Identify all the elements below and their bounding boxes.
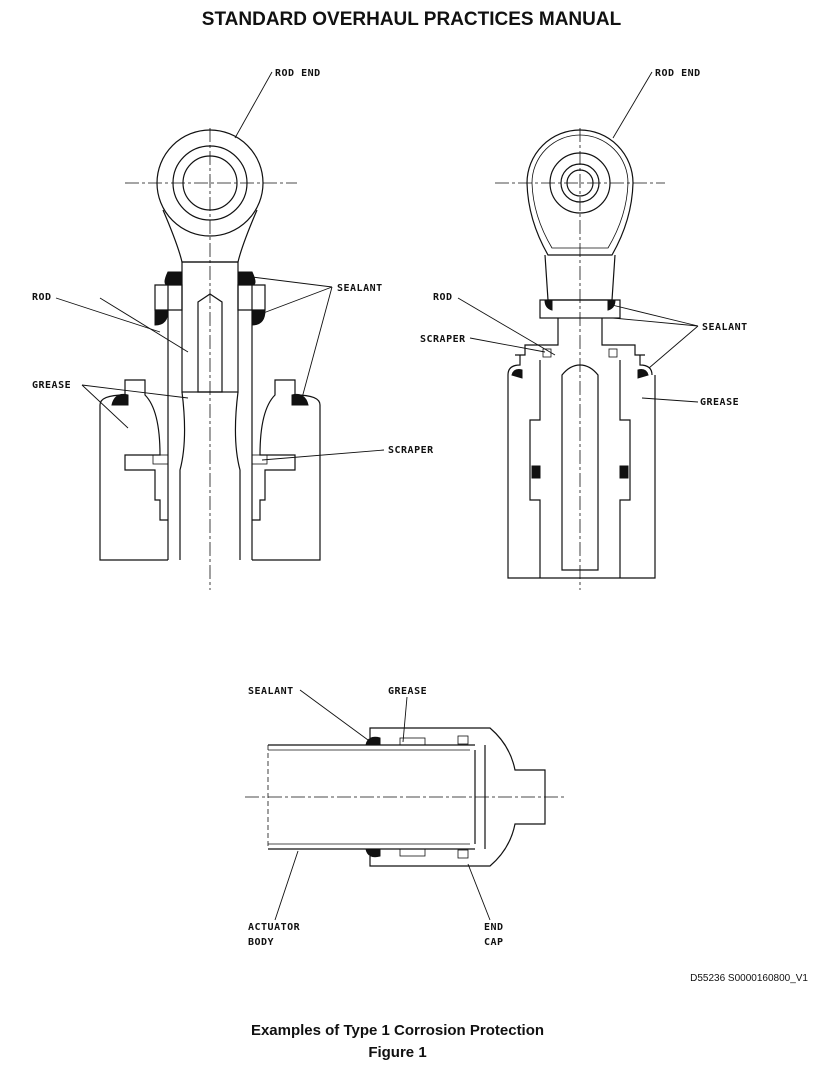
label-right-rod-end: ROD END — [655, 68, 701, 79]
figure-caption: Examples of Type 1 Corrosion Protection — [250, 1022, 545, 1039]
label-left-sealant: SEALANT — [337, 283, 383, 294]
bottom-actuator-drawing — [245, 727, 565, 867]
label-right-sealant: SEALANT — [702, 322, 748, 333]
label-right-grease: GREASE — [700, 397, 739, 408]
label-left-scraper: SCRAPER — [388, 445, 434, 456]
label-endcap-line1: END — [484, 922, 504, 933]
label-endcap-line2: CAP — [484, 937, 504, 948]
label-right-rod: ROD — [433, 292, 453, 303]
right-actuator-drawing — [495, 128, 665, 590]
label-actuator-line2: BODY — [248, 937, 274, 948]
label-bottom-grease: GREASE — [388, 686, 427, 697]
label-right-scraper: SCRAPER — [420, 334, 466, 345]
label-left-grease: GREASE — [32, 380, 71, 391]
label-left-rod-end: ROD END — [275, 68, 321, 79]
figure-reference-id: D55236 S0000160800_V1 — [690, 973, 808, 984]
label-actuator-line1: ACTUATOR — [248, 922, 301, 933]
figure-number: Figure 1 — [368, 1044, 427, 1061]
leader-lines — [55, 71, 699, 921]
left-actuator-drawing — [99, 128, 321, 590]
label-bottom-sealant: SEALANT — [248, 686, 294, 697]
label-left-rod: ROD — [32, 292, 52, 303]
page-title: STANDARD OVERHAUL PRACTICES MANUAL — [201, 9, 622, 30]
